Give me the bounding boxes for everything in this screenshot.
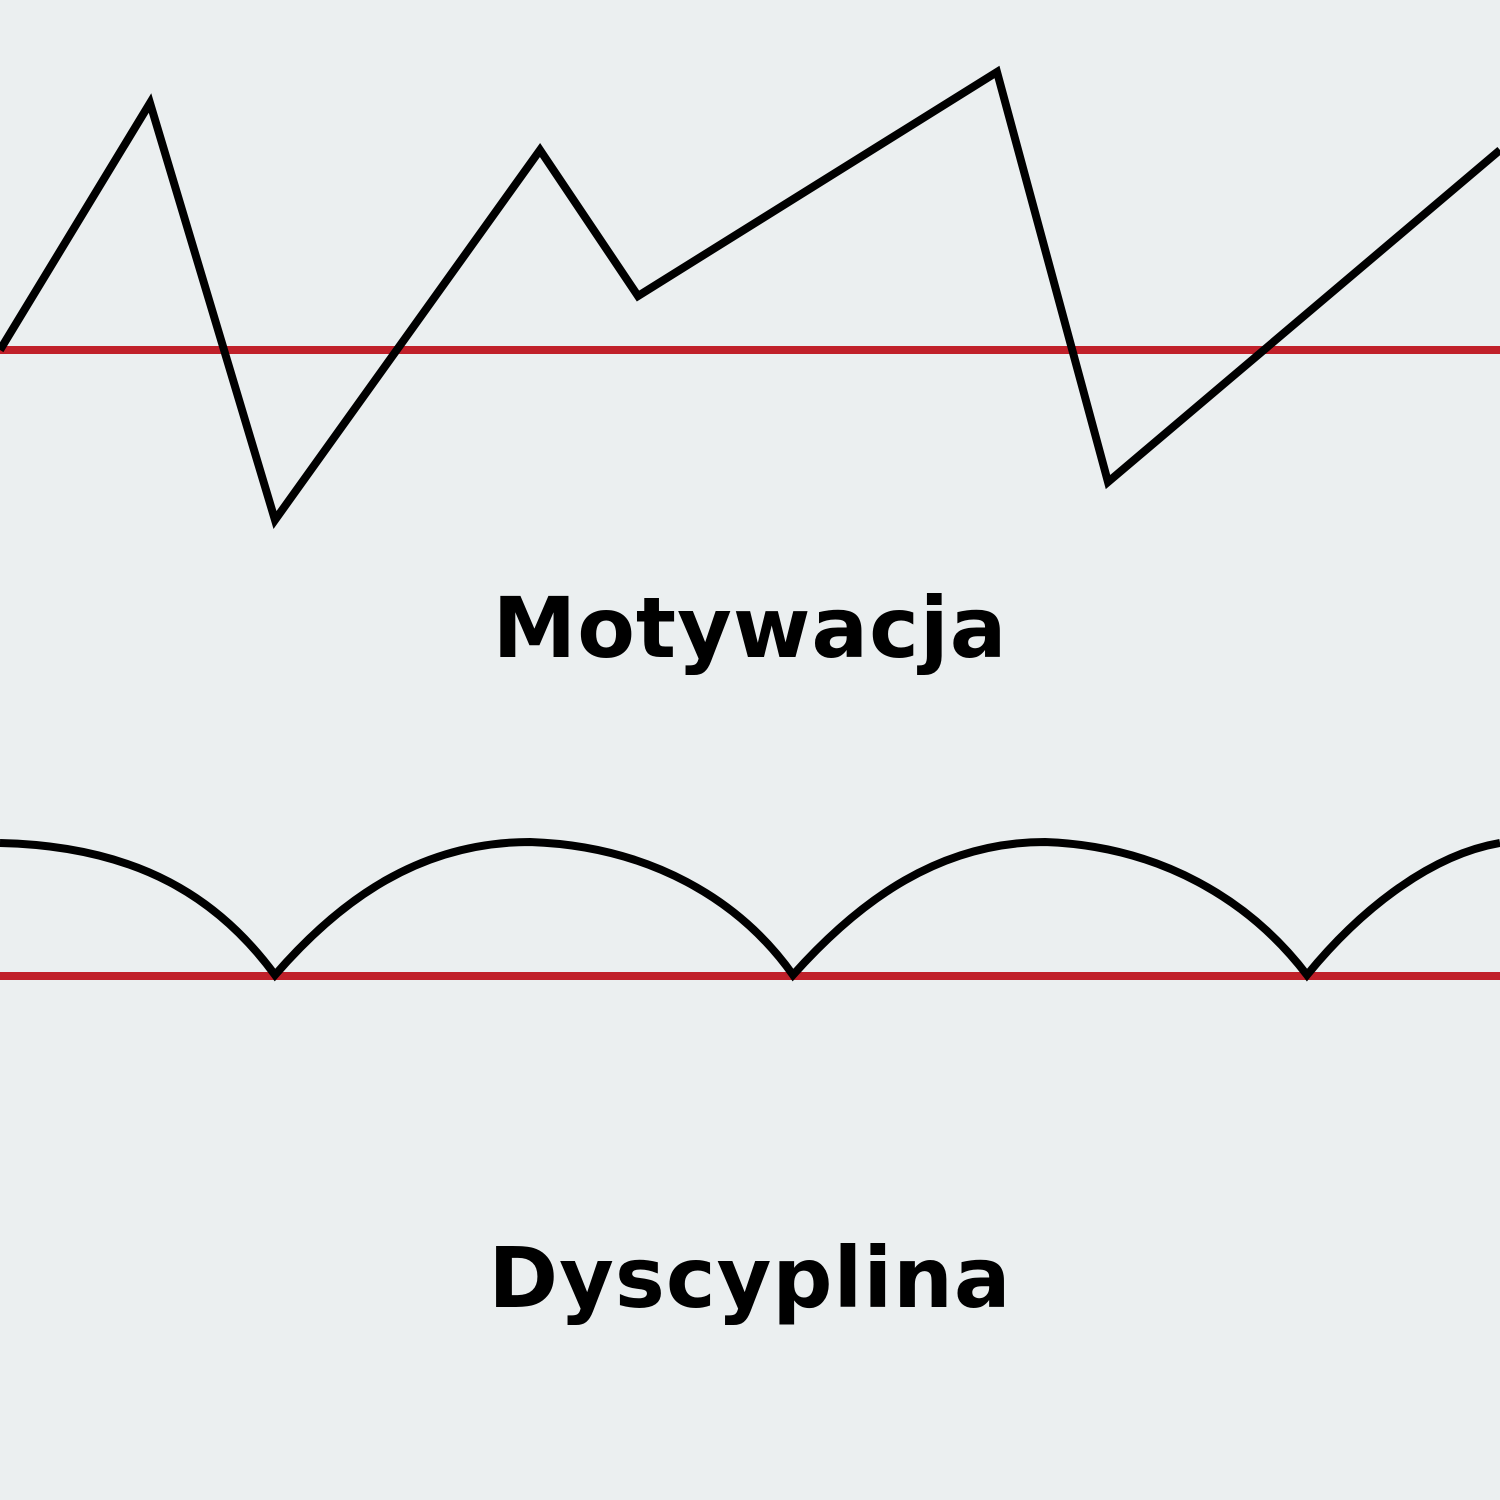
motivation-label: Motywacja <box>492 579 1008 677</box>
motivation-zigzag-line <box>0 65 1500 529</box>
discipline-label: Dyscyplina <box>488 1229 1012 1327</box>
discipline-arc-line <box>0 837 1500 982</box>
